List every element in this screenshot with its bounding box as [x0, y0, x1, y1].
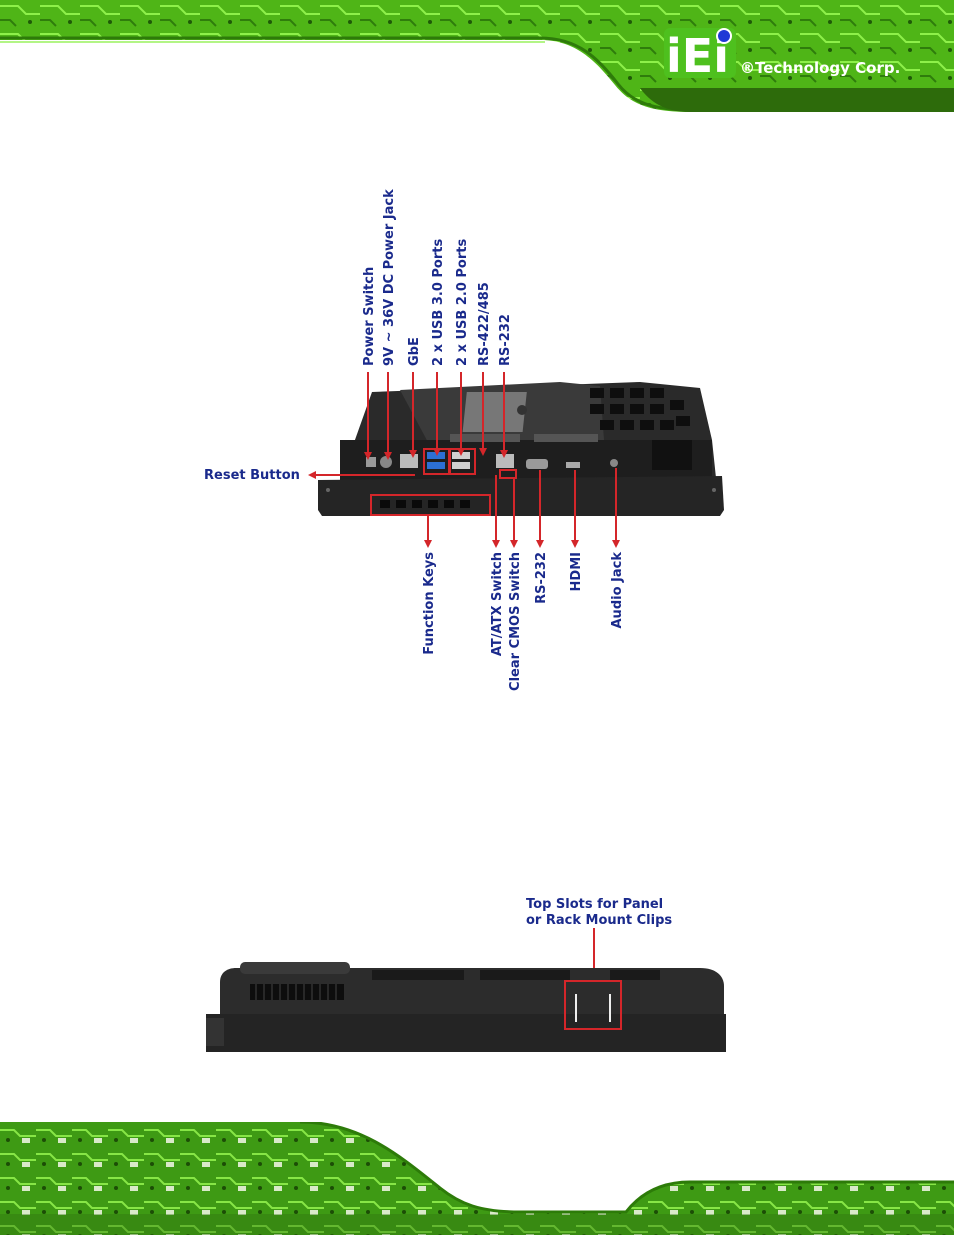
brand-name: ®Technology Corp.: [740, 59, 900, 77]
label-rs422-485: RS-422/485: [477, 282, 492, 366]
label-usb3-ports: 2 x USB 3.0 Ports: [431, 239, 446, 366]
bottom-callout-arrows: [424, 468, 620, 548]
label-rs232-top: RS-232: [498, 314, 513, 366]
rear-panel-device-image: [318, 382, 724, 516]
label-rs232-bottom: RS-232: [534, 552, 549, 604]
header-pcb-banner: iEi ®Technology Corp.: [0, 0, 954, 112]
label-usb2-ports: 2 x USB 2.0 Ports: [455, 239, 470, 366]
switch-highlight: [499, 469, 517, 479]
label-gbe: GbE: [407, 337, 422, 366]
top-slots-highlight: [564, 980, 622, 1030]
footer-pcb-banner: [0, 1122, 954, 1235]
function-keys-highlight: [370, 494, 491, 516]
label-at-atx-switch: AT/ATX Switch: [490, 552, 505, 656]
label-function-keys: Function Keys: [422, 552, 437, 655]
label-power-switch: Power Switch: [362, 267, 377, 366]
label-power-jack: 9V ~ 36V DC Power Jack: [382, 189, 397, 366]
label-top-slots-line2: or Rack Mount Clips: [526, 913, 672, 928]
rear-panel-figure: Reset Button Power Switch 9V ~ 36V DC Po…: [204, 189, 724, 691]
label-top-slots-line1: Top Slots for Panel: [526, 897, 663, 912]
label-clear-cmos-switch: Clear CMOS Switch: [508, 552, 523, 691]
top-view-device-image: [206, 962, 726, 1052]
top-callout-arrows: [364, 372, 508, 460]
label-audio-jack: Audio Jack: [610, 552, 625, 629]
label-hdmi: HDMI: [569, 552, 584, 591]
label-reset-button: Reset Button: [204, 468, 300, 483]
